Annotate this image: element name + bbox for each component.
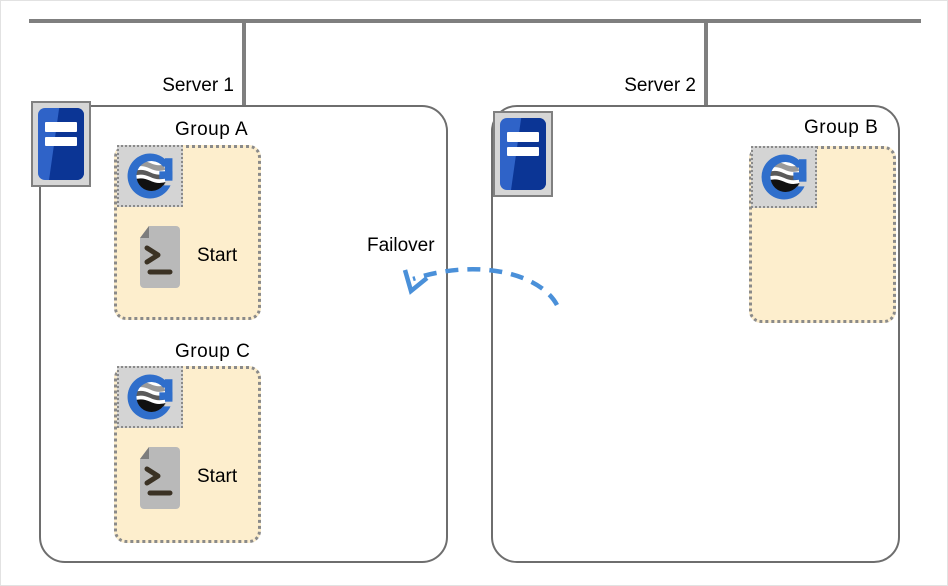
server-slot-bar-2 xyxy=(507,146,539,157)
group-a-script-icon xyxy=(136,226,184,288)
server-slot-bar-2 xyxy=(45,136,77,147)
bracket-tick-server-2 xyxy=(704,19,708,105)
server-slot-bar-1 xyxy=(45,122,77,132)
group-c-script-icon xyxy=(136,447,184,509)
group-c-cluster-globe-icon xyxy=(117,366,183,428)
server-2-machine-icon xyxy=(493,111,553,197)
server-chassis xyxy=(38,108,84,180)
group-a-box xyxy=(114,145,261,320)
group-a-label: Group A xyxy=(175,119,249,140)
group-a-script-label: Start xyxy=(197,245,238,266)
group-c-script-label: Start xyxy=(197,466,238,487)
failover-label: Failover xyxy=(367,235,435,256)
group-a-cluster-globe-icon xyxy=(117,145,183,207)
server-1-label: Server 1 xyxy=(162,75,234,96)
server-chassis xyxy=(500,118,546,190)
group-b-cluster-globe-icon xyxy=(751,146,817,208)
bracket-tick-server-1 xyxy=(242,19,246,105)
bracket-top-rule xyxy=(29,19,921,23)
server-2-label: Server 2 xyxy=(624,75,696,96)
server-slot-bar-1 xyxy=(507,132,539,142)
server-1-machine-icon xyxy=(31,101,91,187)
group-c-label: Group C xyxy=(175,341,251,362)
group-b-label: Group B xyxy=(804,117,879,138)
